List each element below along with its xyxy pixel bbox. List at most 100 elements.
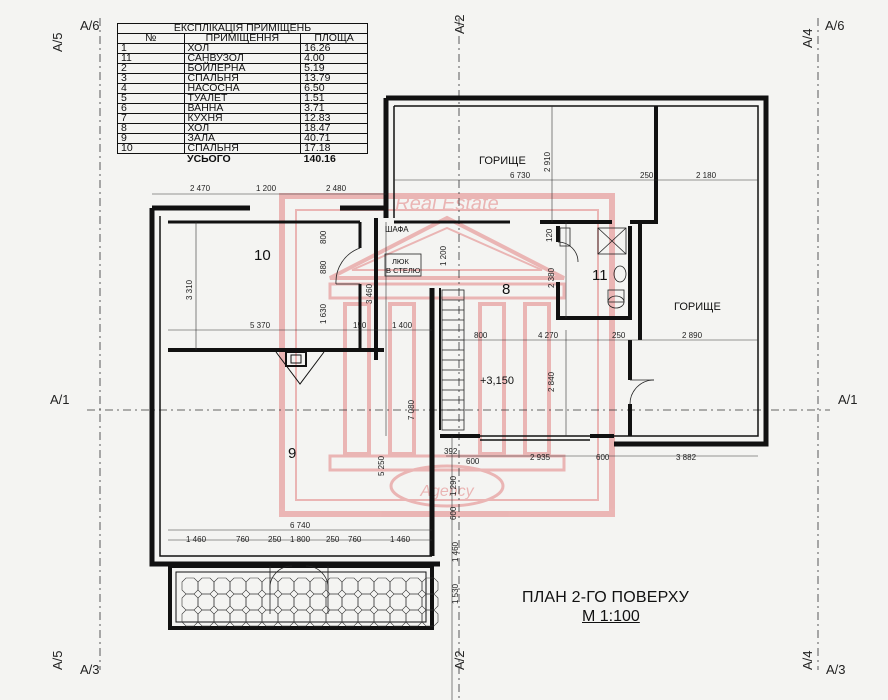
axis-label-a3-bottom-right: А/3 xyxy=(826,662,846,677)
room-number-11: 11 xyxy=(592,267,608,284)
balcony-tile xyxy=(181,593,199,611)
dim-1460-right: 1 460 xyxy=(390,535,411,544)
balcony-tiles xyxy=(181,577,439,627)
dim-5370: 5 370 xyxy=(250,321,271,330)
balcony-tile xyxy=(277,593,295,611)
balcony-tile xyxy=(197,577,215,595)
balcony-tile xyxy=(357,593,375,611)
dim-2840: 2 840 xyxy=(547,371,556,392)
balcony-tile xyxy=(421,609,439,627)
balcony-tile xyxy=(181,609,199,627)
balcony-tile xyxy=(357,577,375,595)
balcony-tile xyxy=(229,577,247,595)
dim-2380: 2 380 xyxy=(547,267,556,288)
dim-3460: 3 460 xyxy=(365,283,374,304)
balcony-tile xyxy=(373,577,391,595)
dim-2910: 2 910 xyxy=(543,151,552,172)
table-cell-number: 6 xyxy=(117,103,185,114)
balcony-tile xyxy=(389,609,407,627)
room-number-8: 8 xyxy=(502,281,510,298)
hatch-line-2: В СТЕЛЮ xyxy=(386,266,421,275)
dim-3310: 3 310 xyxy=(185,279,194,300)
room-label-wardrobe: ШАФА xyxy=(385,225,409,234)
balcony-tile xyxy=(245,609,263,627)
axis-label-a4-top: А/4 xyxy=(800,28,815,48)
svg-text:Agency: Agency xyxy=(419,483,474,500)
table-cell-number: 4 xyxy=(117,83,185,94)
dim-800-vert: 800 xyxy=(319,230,328,244)
watermark-logo: Real Estate Agency xyxy=(279,193,615,517)
dim-1400: 1 400 xyxy=(392,321,413,330)
staircase xyxy=(441,289,465,431)
dim-1290: 1 290 xyxy=(449,475,458,496)
table-cell-number: 10 xyxy=(117,143,185,154)
hatch-line-1: ЛЮК xyxy=(392,257,409,266)
axis-label-a5-top: А/5 xyxy=(50,32,65,52)
balcony-tile xyxy=(325,609,343,627)
balcony-tile xyxy=(309,577,327,595)
dim-1200-vert: 1 200 xyxy=(439,245,448,266)
table-cell-number: 5 xyxy=(117,93,185,104)
axis-label-a3-bottom-left: А/3 xyxy=(80,662,100,677)
dim-392: 392 xyxy=(444,447,458,456)
balcony-tile xyxy=(405,593,423,611)
dim-250-a: 250 xyxy=(268,535,282,544)
balcony-tile xyxy=(261,609,279,627)
balcony-tile xyxy=(293,593,311,611)
balcony-tile xyxy=(309,593,327,611)
balcony-tile xyxy=(405,577,423,595)
dim-1460-vert: 1 460 xyxy=(451,541,460,562)
axis-label-a6-top-right: А/6 xyxy=(825,18,845,33)
table-total-spacer xyxy=(117,153,185,165)
balcony-tile xyxy=(197,609,215,627)
axis-label-a2-bottom: А/2 xyxy=(452,650,467,670)
dim-2935: 2 935 xyxy=(530,453,551,462)
balcony-tile xyxy=(373,593,391,611)
dim-120: 120 xyxy=(545,228,554,242)
dimension-lines xyxy=(152,106,758,700)
balcony-tile xyxy=(229,609,247,627)
dim-4270: 4 270 xyxy=(538,331,559,340)
dim-1630: 1 630 xyxy=(319,303,328,324)
balcony-tile xyxy=(277,577,295,595)
balcony-tile xyxy=(197,593,215,611)
dim-6740: 6 740 xyxy=(290,521,311,530)
dim-2470: 2 470 xyxy=(190,184,211,193)
axis-label-a1-right: А/1 xyxy=(838,392,858,407)
dim-250-b: 250 xyxy=(326,535,340,544)
table-cell-area: 17.18 xyxy=(300,143,368,154)
room-label-attic-right: ГОРИЩЕ xyxy=(674,301,721,313)
dim-1800: 1 800 xyxy=(290,535,311,544)
dim-7080: 7 080 xyxy=(407,399,416,420)
walls xyxy=(149,95,769,630)
table-cell-number: 8 xyxy=(117,123,185,134)
balcony-tile xyxy=(213,609,231,627)
balcony-tile xyxy=(293,609,311,627)
svg-text:Real Estate: Real Estate xyxy=(395,193,498,215)
table-total-value: 140.16 xyxy=(300,153,368,165)
dim-800-horiz: 800 xyxy=(474,331,488,340)
balcony-tile xyxy=(357,609,375,627)
table-cell-number: 3 xyxy=(117,73,185,84)
table-cell-number: 7 xyxy=(117,113,185,124)
level-mark: +3,150 xyxy=(480,375,514,387)
balcony-tile xyxy=(341,609,359,627)
axis-label-a4-bottom: А/4 xyxy=(800,650,815,670)
table-cell-number: 2 xyxy=(117,63,185,74)
table-total-label: УСЬОГО xyxy=(184,153,301,165)
balcony-tile xyxy=(293,577,311,595)
dim-2890: 2 890 xyxy=(682,331,703,340)
axis-lines xyxy=(87,18,830,700)
balcony-tile xyxy=(229,593,247,611)
